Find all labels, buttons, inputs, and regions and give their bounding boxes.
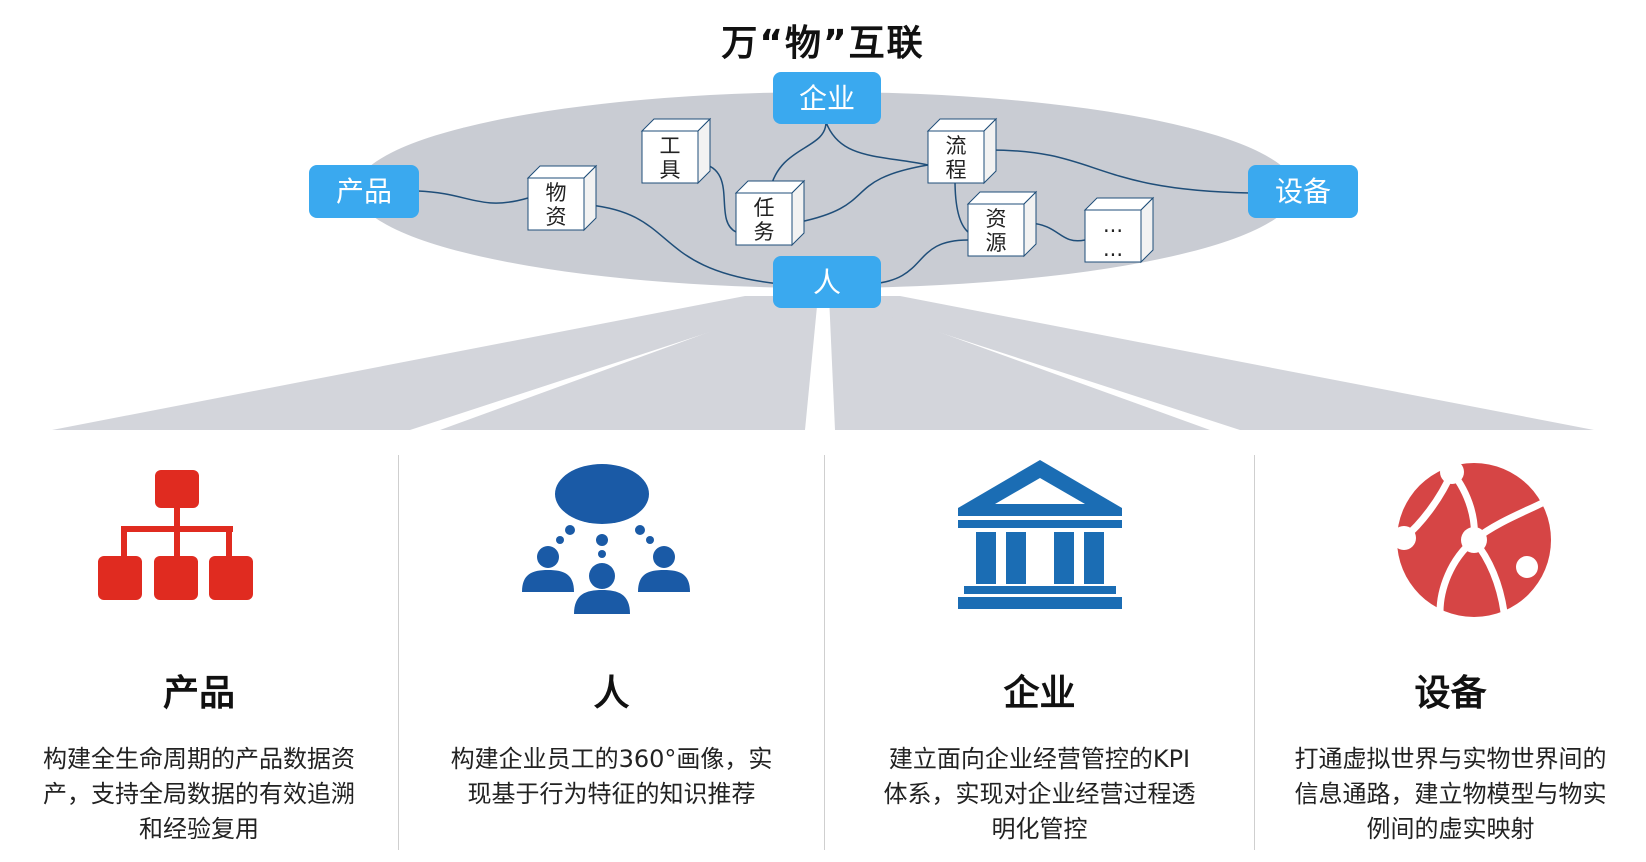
- pill-product: 产品: [309, 165, 419, 218]
- cube-tools-label: 具: [660, 158, 681, 182]
- cube-resources-label: 源: [986, 231, 1007, 255]
- cube-tools: 工具: [640, 117, 712, 185]
- column-description: 建立面向企业经营管控的KPI 体系，实现对企业经营过程透 明化管控: [839, 742, 1240, 847]
- ray-right-mid: [829, 296, 1210, 430]
- cube-more: ......: [1083, 196, 1155, 264]
- column-title: 人: [593, 673, 630, 714]
- cube-process-label: 程: [946, 158, 967, 182]
- cube-tools-label: 工: [660, 134, 681, 158]
- link-enterprise-tasks: [769, 121, 827, 191]
- cube-tasks-label: 务: [754, 220, 775, 244]
- desc-line: 产，支持全局数据的有效追溯: [43, 780, 355, 808]
- link-tasks-process: [799, 164, 929, 223]
- perspective-rays: [52, 296, 1594, 430]
- network-globe-icon: [1392, 460, 1551, 617]
- column-people: 人 构建企业员工的360°画像，实 现基于行为特征的知识推荐: [399, 440, 824, 860]
- pill-equipment: 设备: [1248, 165, 1358, 218]
- page-title: 万“物”互联: [721, 23, 925, 64]
- link-resources-more: [1029, 222, 1086, 242]
- link-enterprise-process: [825, 121, 929, 166]
- pill-people: 人: [773, 256, 881, 308]
- column-divider-3: [1254, 455, 1255, 850]
- cube-more-label: ...: [1103, 213, 1123, 237]
- column-equipment: 设备 打通虚拟世界与实物世界间的 信息通路，建立物模型与物实 例间的虚实映射: [1255, 440, 1646, 860]
- link-process-resources: [954, 179, 969, 233]
- desc-line: 信息通路，建立物模型与物实: [1294, 780, 1607, 808]
- link-people-resources: [869, 239, 969, 285]
- cube-materials: 物资: [526, 164, 598, 232]
- link-product-materials: [417, 190, 529, 204]
- pill-product-label: 产品: [336, 175, 392, 208]
- link-process-equipment: [989, 149, 1251, 194]
- cube-materials-label: 资: [546, 205, 567, 229]
- column-description: 构建全生命周期的产品数据资 产，支持全局数据的有效追溯 和经验复用: [14, 742, 384, 847]
- ray-left-outer: [52, 296, 820, 430]
- network-ellipse: [356, 92, 1296, 288]
- cube-resources: 资源: [966, 190, 1038, 258]
- desc-line: 打通虚拟世界与实物世界间的: [1294, 745, 1607, 773]
- cube-more-label: ...: [1103, 237, 1123, 261]
- cube-tasks-label: 任: [754, 196, 775, 220]
- org-chart-icon: [98, 470, 253, 600]
- desc-line: 构建企业员工的360°画像，实: [450, 745, 773, 773]
- desc-line: 现基于行为特征的知识推荐: [467, 780, 756, 808]
- cube-materials-label: 物: [546, 181, 567, 205]
- column-enterprise: 企业 建立面向企业经营管控的KPI 体系，实现对企业经营过程透 明化管控: [825, 440, 1254, 860]
- link-tools-tasks: [699, 162, 737, 233]
- pill-enterprise-label: 企业: [799, 82, 855, 115]
- desc-line: 例间的虚实映射: [1366, 815, 1535, 843]
- column-description: 构建企业员工的360°画像，实 现基于行为特征的知识推荐: [413, 742, 810, 812]
- cube-resources-label: 资: [986, 207, 1007, 231]
- cube-process-label: 流: [946, 134, 967, 158]
- connection-lines: [417, 121, 1251, 285]
- cube-process: 流程: [926, 117, 998, 185]
- people-thought-icon: [522, 464, 690, 614]
- column-title: 设备: [1414, 673, 1487, 714]
- link-materials-people: [589, 204, 781, 285]
- desc-line: 构建全生命周期的产品数据资: [43, 745, 355, 773]
- desc-line: 明化管控: [991, 815, 1088, 843]
- pill-people-label: 人: [813, 266, 841, 299]
- desc-line: 体系，实现对企业经营过程透: [883, 780, 1196, 808]
- ray-left-mid: [440, 296, 818, 430]
- pill-equipment-label: 设备: [1275, 175, 1331, 208]
- column-divider-2: [824, 455, 825, 850]
- column-title: 企业: [1003, 673, 1076, 714]
- column-title: 产品: [162, 673, 235, 714]
- desc-line: 和经验复用: [139, 815, 259, 843]
- column-product: 产品 构建全生命周期的产品数据资 产，支持全局数据的有效追溯 和经验复用: [0, 440, 398, 860]
- ray-right-outer: [827, 296, 1594, 430]
- institution-building-icon: [958, 460, 1122, 609]
- cube-tasks: 任务: [734, 179, 806, 247]
- desc-line: 建立面向企业经营管控的KPI: [888, 745, 1191, 773]
- pill-enterprise: 企业: [773, 72, 881, 124]
- cube-nodes: 物资工具任务流程资源......: [526, 117, 1155, 264]
- column-description: 打通虚拟世界与实物世界间的 信息通路，建立物模型与物实 例间的虚实映射: [1269, 742, 1632, 847]
- column-divider-1: [398, 455, 399, 850]
